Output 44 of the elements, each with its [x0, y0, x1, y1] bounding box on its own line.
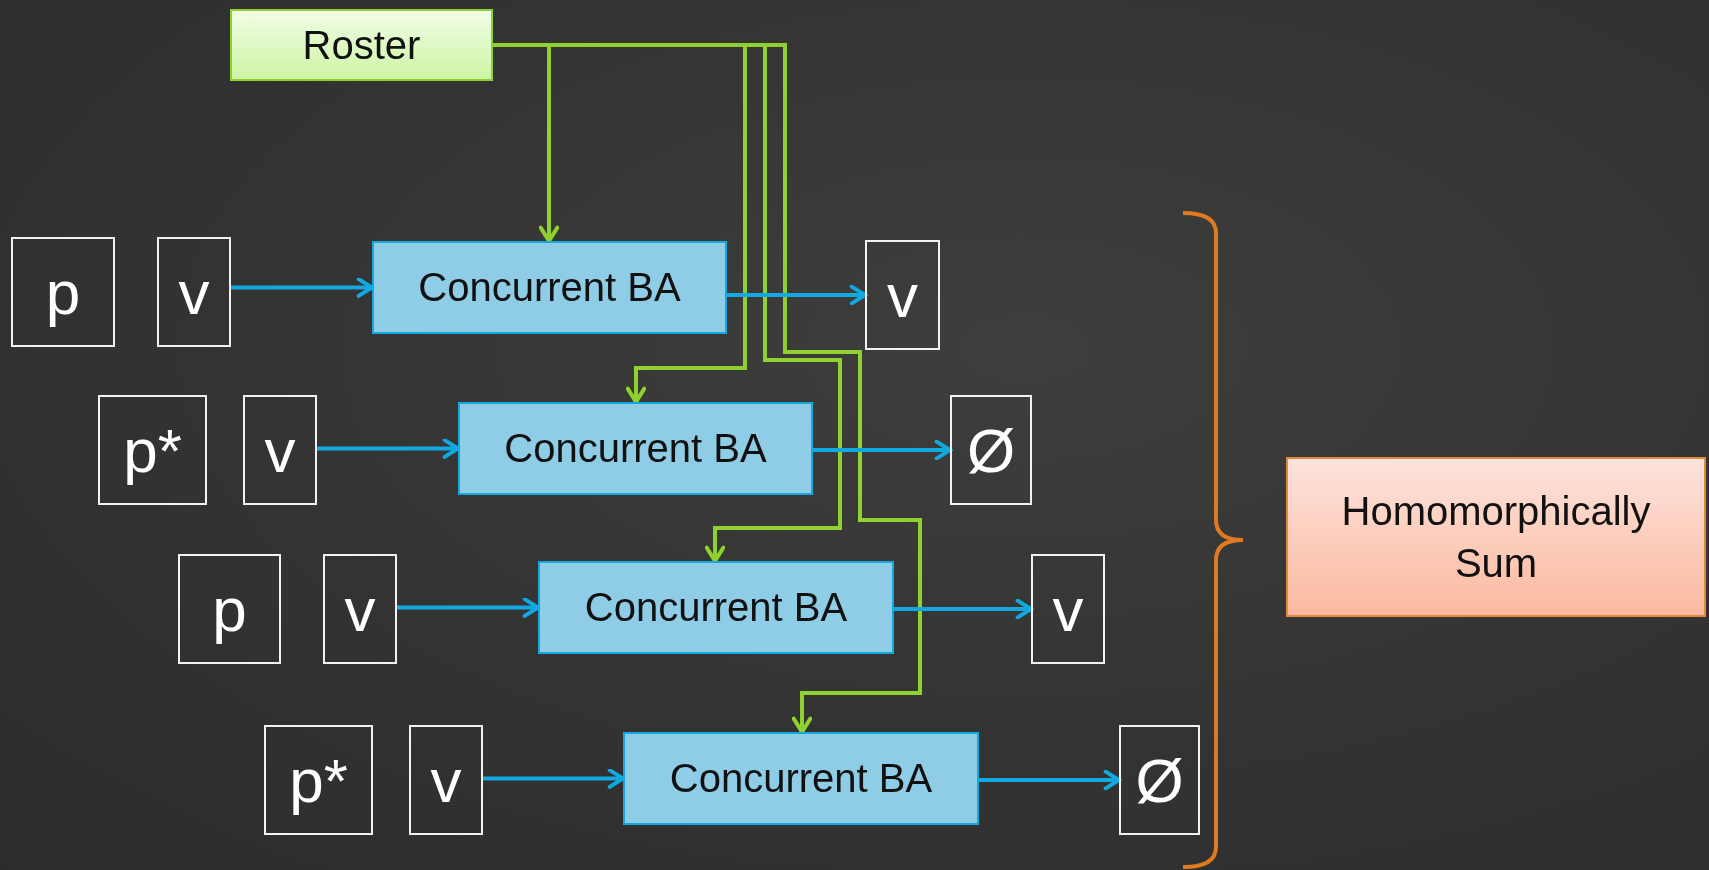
symbol-box: [865, 240, 940, 350]
arrow: [231, 277, 374, 298]
symbol-label: v: [887, 259, 918, 331]
arrow: [979, 769, 1121, 791]
symbol-box: [1119, 725, 1200, 835]
symbol-box: [243, 395, 317, 505]
symbol-label: Ø: [966, 414, 1016, 486]
box-label: Concurrent BA: [669, 756, 933, 801]
symbol-box: [264, 725, 373, 835]
process-box: [372, 241, 727, 334]
symbol-box: [178, 554, 281, 664]
symbol-label: v: [1052, 573, 1084, 645]
symbol-label: p: [45, 256, 81, 328]
roster-box: [230, 9, 493, 81]
symbol-box: [409, 725, 483, 835]
symbol-box: [157, 237, 231, 347]
arrow: [894, 598, 1033, 620]
arrow: [727, 284, 867, 306]
symbol-box: [1031, 554, 1105, 664]
symbol-label: p: [212, 573, 247, 645]
symbol-label: v: [430, 744, 462, 816]
symbol-label: v: [178, 256, 210, 328]
arrow: [483, 768, 625, 789]
arrow: [317, 438, 460, 459]
symbol-box: [950, 395, 1032, 505]
symbol-box: [98, 395, 207, 505]
arrow: [397, 597, 540, 618]
symbol-label: Ø: [1135, 744, 1184, 816]
symbol-label: v: [344, 573, 376, 645]
symbol-label: p*: [289, 744, 348, 816]
symbol-label: v: [264, 414, 296, 486]
box-label: Concurrent BA: [584, 585, 848, 630]
symbol-label: p*: [123, 414, 182, 486]
symbol-box: [11, 237, 115, 347]
box-label: Concurrent BA: [504, 426, 767, 471]
symbol-box: [323, 554, 397, 664]
result-box: [1286, 457, 1706, 617]
box-label: Roster: [302, 22, 421, 68]
process-box: [623, 732, 979, 825]
box-label: Concurrent BA: [418, 265, 681, 310]
box-label: Homomorphically Sum: [1340, 488, 1652, 587]
arrow: [813, 439, 952, 461]
process-box: [538, 561, 894, 654]
process-box: [458, 402, 813, 495]
